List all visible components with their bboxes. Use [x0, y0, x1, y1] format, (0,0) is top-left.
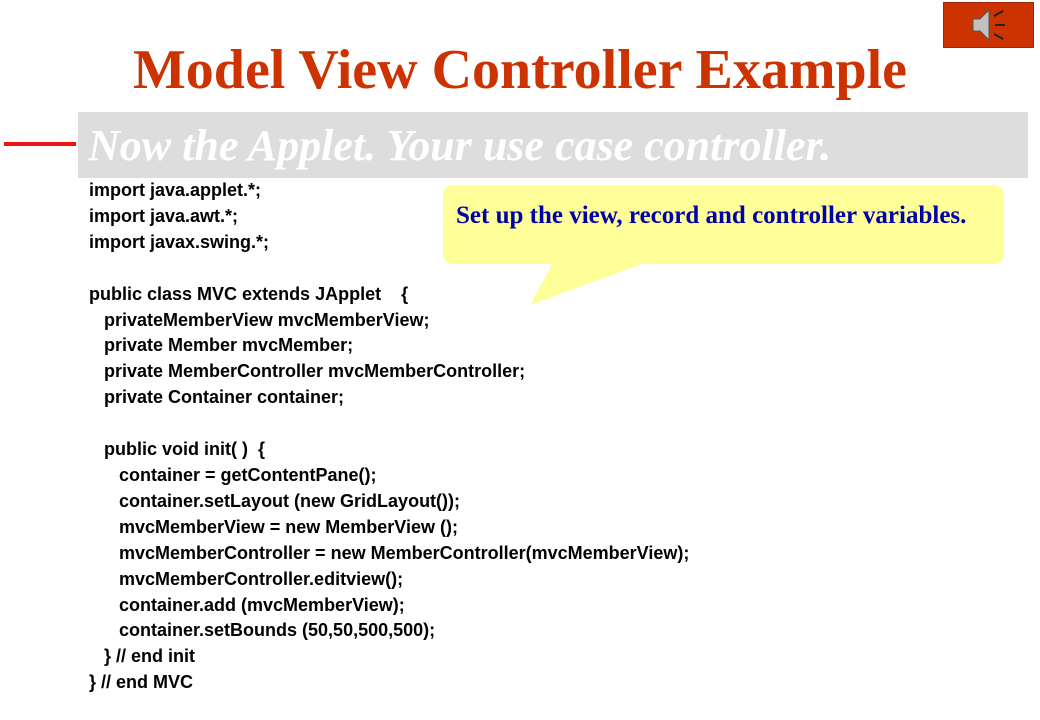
accent-line [4, 142, 76, 146]
code-line: private Container container; [89, 387, 345, 408]
code-line: public class MVC extends JApplet { [89, 283, 409, 304]
code-line: } // end MVC [89, 672, 194, 693]
code-line: private MemberController mvcMemberContro… [89, 361, 526, 382]
code-line: public void init( ) { [89, 439, 265, 460]
code-line: container.setBounds (50,50,500,500); [89, 620, 436, 641]
code-line: import javax.swing.*; [89, 231, 270, 252]
code-line: container.setLayout (new GridLayout()); [89, 490, 461, 511]
code-line: private Member mvcMember; [89, 335, 354, 356]
code-line: import java.awt.*; [89, 205, 239, 226]
code-line: import java.applet.*; [89, 180, 262, 200]
code-line: mvcMemberController = new MemberControll… [89, 542, 690, 563]
code-line: container = getContentPane(); [89, 464, 377, 485]
code-line: } // end init [89, 646, 196, 667]
subtitle-bar: Now the Applet. Your use case controller… [78, 112, 1028, 178]
code-line [89, 411, 689, 437]
slide-title: Model View Controller Example [132, 39, 908, 101]
code-block: import java.applet.*; import java.awt.*; i… [89, 178, 689, 696]
callout-box: Set up the view, record and controller v… [443, 185, 1004, 264]
speaker-icon [972, 8, 1005, 42]
audio-button[interactable] [943, 2, 1034, 48]
callout-text: Set up the view, record and controller v… [456, 202, 967, 229]
code-line: mvcMemberView = new MemberView (); [89, 516, 458, 537]
code-line: container.add (mvcMemberView); [89, 594, 405, 615]
code-line: privateMemberView mvcMemberView; [89, 309, 430, 330]
slide-subtitle: Now the Applet. Your use case controller… [88, 121, 832, 170]
code-line: mvcMemberController.editview(); [89, 568, 404, 589]
